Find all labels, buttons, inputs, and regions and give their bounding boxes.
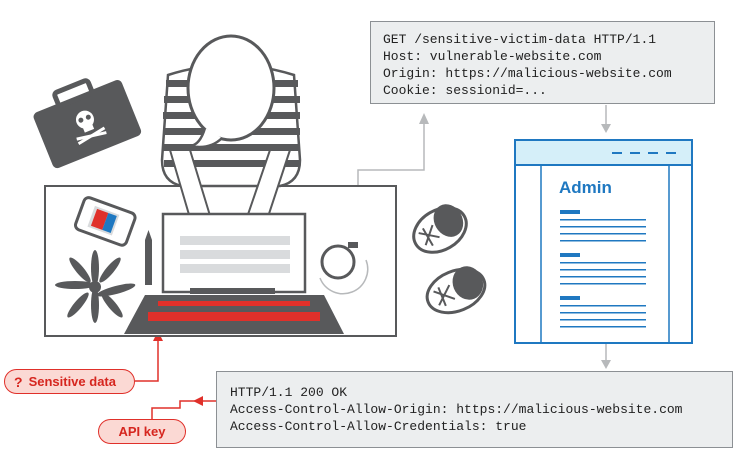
browser-window-icon bbox=[514, 139, 693, 344]
phone-icon bbox=[74, 196, 137, 247]
request-line: Cookie: sessionid=... bbox=[383, 83, 547, 98]
request-line: Origin: https://malicious-website.com bbox=[383, 66, 672, 81]
api-key-label: API key bbox=[98, 419, 186, 444]
coffee-cup-icon bbox=[319, 242, 369, 295]
sensitive-data-label: ? Sensitive data bbox=[4, 369, 135, 394]
sneaker-icon-1 bbox=[412, 204, 468, 254]
response-line: Access-Control-Allow-Credentials: true bbox=[230, 419, 527, 434]
arrow-heads bbox=[419, 113, 611, 369]
response-line: HTTP/1.1 200 OK bbox=[230, 385, 348, 400]
api-key-text: API key bbox=[118, 424, 166, 439]
laptop-icon bbox=[124, 212, 344, 334]
question-icon: ? bbox=[14, 373, 23, 390]
sneaker-icon-2 bbox=[425, 266, 487, 315]
admin-page-title: Admin bbox=[559, 178, 612, 197]
response-line: Access-Control-Allow-Origin: https://mal… bbox=[230, 402, 683, 417]
request-line: Host: vulnerable-website.com bbox=[383, 49, 602, 64]
plant-icon bbox=[55, 250, 136, 323]
http-response-box: HTTP/1.1 200 OK Access-Control-Allow-Ori… bbox=[216, 371, 733, 448]
red-connectors bbox=[135, 338, 216, 432]
skull-briefcase-icon bbox=[33, 78, 142, 169]
http-request-box: GET /sensitive-victim-data HTTP/1.1 Host… bbox=[370, 21, 715, 104]
red-arrow-heads bbox=[153, 331, 203, 406]
pen-icon bbox=[145, 230, 152, 285]
request-line: GET /sensitive-victim-data HTTP/1.1 bbox=[383, 32, 657, 47]
sensitive-data-text: Sensitive data bbox=[28, 374, 116, 389]
